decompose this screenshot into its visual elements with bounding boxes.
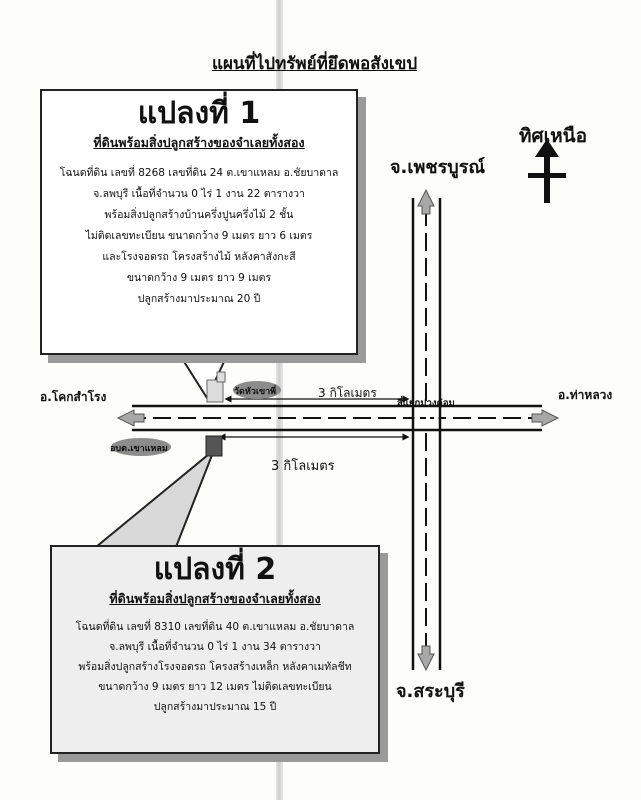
north-arrow-crossbar xyxy=(528,173,566,178)
landmark-label-temple: วัดหัวเขาพี่ xyxy=(234,387,277,397)
plot1-detail-line: โฉนดที่ดิน เลขที่ 8268 เลขที่ดิน 24 ต.เข… xyxy=(59,167,339,179)
plot2-detail-line: โฉนดที่ดิน เลขที่ 8310 เลขที่ดิน 40 ต.เข… xyxy=(75,621,355,633)
road-label-west: อ.โคกสำโรง xyxy=(40,390,107,404)
plot1-detail-line: พร้อมสิ่งปลูกสร้างบ้านครึ่งปูนครึ่งไม้ 2… xyxy=(104,209,294,221)
plot1-marker-shed xyxy=(216,371,226,383)
junction-label: สี่แยกม่วงค่อม xyxy=(397,398,455,409)
map-title: แผนที่ไปทรัพย์ที่ยึดพอสังเขป xyxy=(212,54,418,74)
arrow-north-end xyxy=(417,188,435,215)
plot1-detail-line: และโรงจอดรถ โครงสร้างไม้ หลังคาสังกะสี xyxy=(102,251,296,263)
plot2-detail-line: จ.ลพบุรี เนื้อที่จำนวน 0 ไร่ 1 งาน 34 ตา… xyxy=(109,641,321,653)
plot1-detail-line: ขนาดกว้าง 9 เมตร ยาว 9 เมตร xyxy=(126,272,272,284)
plot2-details: โฉนดที่ดิน เลขที่ 8310 เลขที่ดิน 40 ต.เข… xyxy=(52,617,378,717)
arrow-west-end xyxy=(116,409,145,427)
north-arrow-head xyxy=(535,139,559,157)
plot1-marker xyxy=(206,379,224,403)
plot1-subtitle: ที่ดินพร้อมสิ่งปลูกสร้างของจำเลยทั้งสอง xyxy=(93,135,305,150)
distance-label-lower: 3 กิโลเมตร xyxy=(271,459,335,474)
north-label: ทิศเหนือ xyxy=(519,125,588,147)
plot2-callout-pointer xyxy=(93,446,217,548)
plot1-detail-line: จ.ลพบุรี เนื้อที่จำนวน 0 ไร่ 1 งาน 22 ตา… xyxy=(93,188,305,200)
plot1-callout: แปลงที่ 1 ที่ดินพร้อมสิ่งปลูกสร้างของจำเ… xyxy=(40,89,358,355)
plot2-marker xyxy=(205,435,223,457)
plot1-detail-line: ปลูกสร้างมาประมาณ 20 ปี xyxy=(137,293,261,305)
plot2-title: แปลงที่ 2 xyxy=(153,552,277,587)
plot2-detail-line: ปลูกสร้างมาประมาณ 15 ปี xyxy=(153,701,277,713)
plot1-detail-line: ไม่ติดเลขทะเบียน ขนาดกว้าง 9 เมตร ยาว 6 … xyxy=(85,230,313,242)
arrow-east-end xyxy=(531,409,560,427)
road-label-south: จ.สระบุรี xyxy=(396,681,465,702)
road-label-north: จ.เพชรบูรณ์ xyxy=(390,157,486,178)
plot2-detail-line: ขนาดกว้าง 9 เมตร ยาว 12 เมตร ไม่ติดเลขทะ… xyxy=(98,681,332,693)
north-arrow-shaft xyxy=(544,157,550,203)
plot1-details: โฉนดที่ดิน เลขที่ 8268 เลขที่ดิน 24 ต.เข… xyxy=(42,163,356,310)
distance-label-upper: 3 กิโลเมตร xyxy=(318,386,377,400)
landmark-tao-marker xyxy=(111,438,171,456)
plot2-callout: แปลงที่ 2 ที่ดินพร้อมสิ่งปลูกสร้างของจำเ… xyxy=(50,545,380,754)
arrow-south-end xyxy=(417,645,435,672)
plot1-title: แปลงที่ 1 xyxy=(137,96,261,131)
road-label-east: อ.ท่าหลวง xyxy=(558,388,613,402)
plot2-subtitle: ที่ดินพร้อมสิ่งปลูกสร้างของจำเลยทั้งสอง xyxy=(109,591,321,606)
plot2-detail-line: พร้อมสิ่งปลูกสร้างโรงจอดรถ โครงสร้างเหล็… xyxy=(78,661,352,673)
landmark-label-tao: อบต.เขาแหลม xyxy=(110,444,168,454)
landmark-temple-marker xyxy=(233,381,281,399)
